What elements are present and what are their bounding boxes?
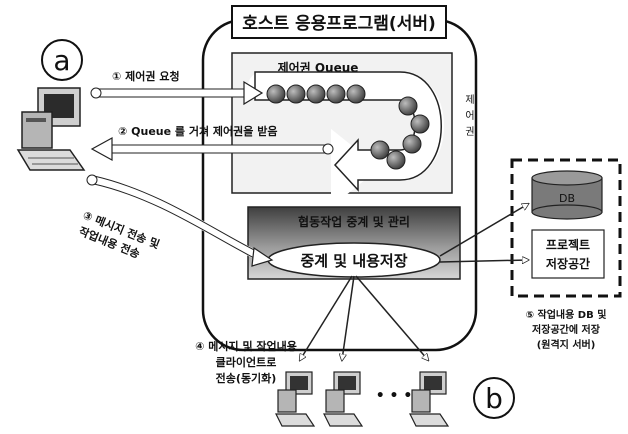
queue-ball	[267, 85, 285, 103]
step4-label-line2: 클라이언트로	[216, 355, 277, 369]
step5-label-line2: 저장공간에 저장	[532, 323, 601, 336]
queue-ball	[411, 115, 429, 133]
host-title: 호스트 응용프로그램(서버)	[242, 14, 436, 34]
client-b2-computer	[324, 372, 362, 426]
marker-b: b	[485, 382, 503, 415]
queue-ball	[371, 141, 389, 159]
queue-side-label-1: 제	[465, 94, 474, 106]
step5-label-line3: (원격지 서버)	[537, 338, 596, 351]
client-b3-computer	[410, 372, 448, 426]
step1-label: ① 제어권 요청	[112, 69, 180, 83]
relay-panel-title: 협동작업 중계 및 관리	[298, 214, 410, 229]
client-b1-computer	[276, 372, 314, 426]
project-store-line1: 프로젝트	[546, 237, 590, 252]
marker-a: a	[53, 44, 70, 77]
step2-label: ② Queue 를 거쳐 제어권을 받음	[118, 124, 277, 138]
queue-ball	[387, 151, 405, 169]
step4-label-line3: 전송(동기화)	[216, 371, 277, 385]
client-ellipsis: • • •	[376, 388, 413, 404]
db-label: DB	[559, 192, 575, 205]
queue-ball	[399, 97, 417, 115]
queue-ball	[403, 135, 421, 153]
queue-ball	[347, 85, 365, 103]
queue-ball	[327, 85, 345, 103]
step2-arrow	[92, 138, 112, 160]
queue-side-label-2: 어	[465, 110, 474, 122]
queue-ball	[287, 85, 305, 103]
step4-label-line1: ④ 메시지 및 작업내용	[195, 339, 297, 353]
queue-side-label-3: 권	[465, 126, 474, 138]
queue-ball	[307, 85, 325, 103]
relay-bar-label: 중계 및 내용저장	[300, 252, 407, 270]
project-store-line2: 저장공간	[546, 256, 590, 271]
client-a-computer	[18, 88, 84, 170]
step5-label-line1: ⑤ 작업내용 DB 및	[526, 308, 607, 321]
